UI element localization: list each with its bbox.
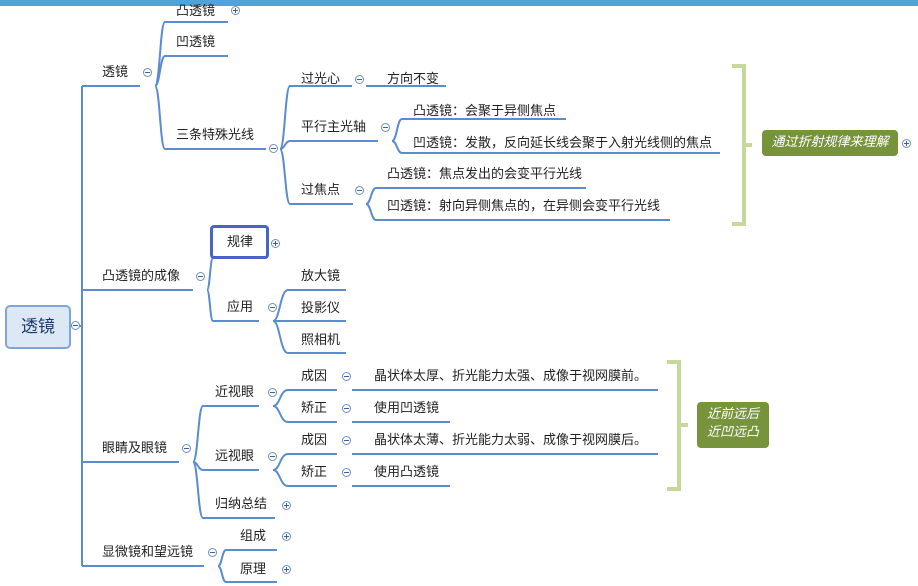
- topic-rules[interactable]: 规律: [227, 235, 254, 250]
- topic-convex-lens[interactable]: 凸透镜: [176, 4, 216, 19]
- collapse-icon[interactable]: [342, 372, 351, 381]
- callout-line-2: 近凹远凸: [706, 425, 759, 440]
- root-node[interactable]: 透镜: [5, 305, 71, 349]
- topic-focus-convex[interactable]: 凸透镜：焦点发出的会变平行光线: [387, 167, 583, 182]
- expand-icon[interactable]: [231, 6, 240, 15]
- collapse-icon[interactable]: [182, 444, 191, 453]
- selected-node-frame: [210, 225, 269, 259]
- topic-concave-lens[interactable]: 凹透镜: [176, 35, 216, 50]
- topic-through-focus[interactable]: 过焦点: [301, 183, 341, 198]
- collapse-icon[interactable]: [355, 186, 364, 195]
- collapse-icon[interactable]: [71, 321, 80, 330]
- topic-myopia-fix[interactable]: 使用凹透镜: [374, 401, 440, 416]
- topic-microscope-telescope[interactable]: 显微镜和望远镜: [102, 545, 194, 560]
- expand-icon[interactable]: [282, 501, 291, 510]
- topic-three-special-rays[interactable]: 三条特殊光线: [176, 128, 255, 143]
- callout-near-far[interactable]: 近前远后 近凹远凸: [697, 402, 769, 448]
- topic-hyperopia-cause[interactable]: 晶状体太薄、折光能力太弱、成像于视网膜后。: [374, 433, 648, 448]
- collapse-icon[interactable]: [268, 452, 277, 461]
- topic-principle[interactable]: 原理: [240, 562, 267, 577]
- topic-summary[interactable]: 归纳总结: [215, 497, 268, 512]
- topic-through-optical-center[interactable]: 过光心: [301, 72, 341, 87]
- topic-parallel-concave[interactable]: 凹透镜：发散，反向延长线会聚于入射光线侧的焦点: [413, 136, 713, 151]
- topic-myopia-cause-label[interactable]: 成因: [301, 369, 328, 384]
- expand-icon[interactable]: [282, 565, 291, 574]
- topic-lens[interactable]: 透镜: [102, 65, 129, 80]
- collapse-icon[interactable]: [342, 436, 351, 445]
- topic-parallel-convex[interactable]: 凸透镜：会聚于异侧焦点: [413, 104, 557, 119]
- collapse-icon[interactable]: [143, 68, 152, 77]
- collapse-icon[interactable]: [268, 303, 277, 312]
- topic-hyperopia-fix[interactable]: 使用凸透镜: [374, 465, 440, 480]
- topic-eyes-glasses[interactable]: 眼睛及眼镜: [102, 441, 168, 456]
- collapse-icon[interactable]: [268, 388, 277, 397]
- expand-icon[interactable]: [271, 239, 280, 248]
- topic-parallel-axis[interactable]: 平行主光轴: [301, 120, 367, 135]
- topic-myopia-fix-label[interactable]: 矫正: [301, 401, 328, 416]
- topic-convex-imaging[interactable]: 凸透镜的成像: [102, 269, 181, 284]
- expand-icon[interactable]: [282, 532, 291, 541]
- topic-camera[interactable]: 照相机: [301, 333, 341, 348]
- collapse-icon[interactable]: [196, 272, 205, 281]
- topic-applications[interactable]: 应用: [227, 300, 254, 315]
- topic-hyperopia-cause-label[interactable]: 成因: [301, 433, 328, 448]
- callout-line-1: 近前远后: [706, 407, 759, 422]
- expand-icon[interactable]: [902, 139, 911, 148]
- collapse-icon[interactable]: [269, 144, 278, 153]
- collapse-icon[interactable]: [355, 75, 364, 84]
- topic-projector[interactable]: 投影仪: [301, 301, 341, 316]
- collapse-icon[interactable]: [381, 123, 390, 132]
- topic-magnifier[interactable]: 放大镜: [301, 269, 341, 284]
- collapse-icon[interactable]: [342, 468, 351, 477]
- callout-refraction[interactable]: 通过折射规律来理解: [762, 130, 898, 156]
- topic-direction-unchanged[interactable]: 方向不变: [387, 72, 440, 87]
- collapse-icon[interactable]: [208, 548, 217, 557]
- topic-hyperopia-fix-label[interactable]: 矫正: [301, 465, 328, 480]
- topic-composition[interactable]: 组成: [240, 529, 267, 544]
- topic-myopia-cause[interactable]: 晶状体太厚、折光能力太强、成像于视网膜前。: [374, 369, 648, 384]
- window-top-bar: [0, 0, 918, 6]
- topic-myopia[interactable]: 近视眼: [215, 385, 255, 400]
- topic-hyperopia[interactable]: 远视眼: [215, 449, 255, 464]
- collapse-icon[interactable]: [342, 404, 351, 413]
- topic-focus-concave[interactable]: 凹透镜：射向异侧焦点的，在异侧会变平行光线: [387, 199, 661, 214]
